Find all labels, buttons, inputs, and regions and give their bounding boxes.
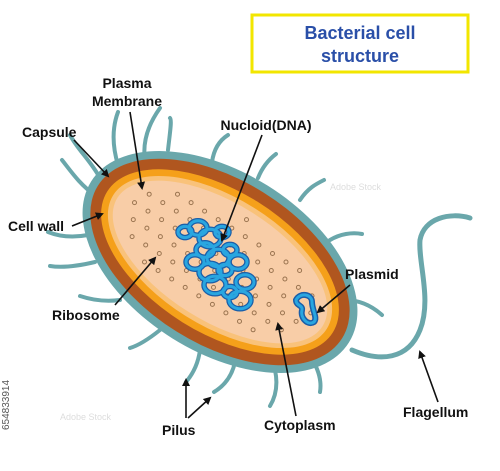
pilus-strand [268, 368, 279, 408]
ribosome-dot [211, 284, 216, 290]
ribosome-dot [223, 310, 229, 316]
title-line-2: structure [321, 46, 399, 66]
leader-lines [71, 111, 439, 419]
pilus-strand [111, 110, 120, 167]
ribosome-dot [297, 268, 303, 273]
ribosome-dot [130, 217, 136, 223]
ribosome-dot [132, 200, 137, 206]
label-flagellum: Flagellum [403, 404, 468, 420]
label-pilus: Pilus [162, 422, 196, 438]
title-border [250, 13, 470, 74]
label-cytoplasm: Cytoplasm [264, 417, 336, 433]
labels: Plasma Membrane Nucloid(DNA) Capsule Cel… [8, 75, 468, 438]
label-ribosome: Ribosome [52, 307, 120, 323]
ribosome-dot [144, 225, 150, 231]
label-cell-wall: Cell wall [8, 218, 64, 234]
ribosome-dot [143, 242, 149, 248]
ribosome-dot [268, 268, 274, 273]
ribosome-dot [251, 310, 257, 316]
ribosome-dot [265, 318, 271, 324]
ribosome-dot [129, 234, 135, 240]
label-nucloid: Nucloid(DNA) [221, 117, 312, 133]
title-line-1: Bacterial cell [304, 23, 415, 43]
label-capsule: Capsule [22, 124, 77, 140]
capsule-pointer [73, 139, 110, 178]
pilus-strand [210, 133, 230, 164]
ribosome-dot [142, 259, 147, 265]
ribosome-dot [252, 293, 258, 299]
ribosome-dot [202, 208, 208, 214]
dna-strand [176, 219, 256, 311]
ribosome-dot [293, 318, 299, 324]
ribosome-dot [238, 301, 244, 307]
ribosome-dot [267, 284, 273, 290]
ribosome-dot [173, 208, 179, 214]
title-box: Bacterial cell structure [250, 13, 470, 74]
ribosome-dot [270, 251, 275, 256]
cytoplasm-region [112, 180, 328, 344]
pilus-strand [184, 348, 202, 384]
ribosome-dot [157, 234, 163, 240]
ribosome-dot [188, 200, 194, 206]
ribosome-dot [250, 327, 256, 333]
pilus-strand [256, 152, 278, 180]
plasma-membrane-pointer [129, 111, 146, 190]
ribosome-dot [244, 217, 249, 223]
ribosome-dot [170, 259, 176, 265]
ribosome-dot [215, 217, 221, 223]
plasmid [292, 292, 319, 326]
watermark-layer: Adobe Stock Adobe Stock 654833914 [1, 182, 382, 430]
pilus-strand [128, 328, 162, 350]
ribosome-dot [281, 293, 287, 299]
ribosome-dot [242, 234, 248, 240]
pilus-strand [48, 260, 97, 269]
cell-wall-pointer [71, 212, 104, 227]
cytoplasm-pointer [275, 322, 297, 417]
flagellum-pointer [418, 350, 439, 403]
stock-id-text: 654833914 [1, 380, 12, 430]
ribosome-dot [283, 259, 289, 265]
plasmid-loop-fill [294, 293, 317, 325]
ribosome-dot [171, 242, 177, 248]
pilus-strand [298, 178, 326, 202]
ribosome-dot [280, 310, 285, 316]
watermark-text: Adobe Stock [330, 182, 382, 192]
label-plasma-membrane-line-2: Membrane [92, 93, 162, 109]
pilus-strand [78, 294, 122, 303]
ribosome-dot [159, 217, 165, 223]
pilus-strand [212, 360, 237, 394]
nucloid-pointer [220, 134, 263, 242]
ribosome-dot [256, 242, 262, 248]
ribosome-dot [255, 259, 261, 265]
ribosome-dot [237, 318, 242, 324]
label-plasmid: Plasmid [345, 266, 399, 282]
nucleoid-dna [175, 218, 257, 312]
ribosome-dot [282, 276, 288, 282]
pilus-strand [328, 231, 364, 242]
ribosome-dot [175, 191, 180, 197]
label-plasma-membrane-line-1: Plasma [102, 75, 151, 91]
ribosome-dot [196, 293, 202, 299]
pilus-pointer-2 [187, 396, 212, 419]
ribosome-dot [266, 301, 272, 307]
flagellum-tail [349, 213, 473, 360]
ribosome-pointer [114, 256, 157, 306]
ribosome-dot [209, 301, 215, 307]
watermark-text: Adobe Stock [60, 412, 112, 422]
ribosome-dot [295, 284, 301, 290]
plasmid-pointer [316, 284, 351, 314]
ribosome-dot [156, 251, 162, 256]
pilus-strand [46, 230, 90, 239]
ribosome-dot [169, 276, 175, 282]
pilus-strand [166, 116, 173, 152]
ribosome-dot [145, 208, 151, 214]
ribosome-dot [182, 284, 188, 290]
ribosome-dot [160, 200, 166, 206]
ribosome-dot [146, 191, 152, 197]
ribosome-dot [155, 268, 161, 273]
